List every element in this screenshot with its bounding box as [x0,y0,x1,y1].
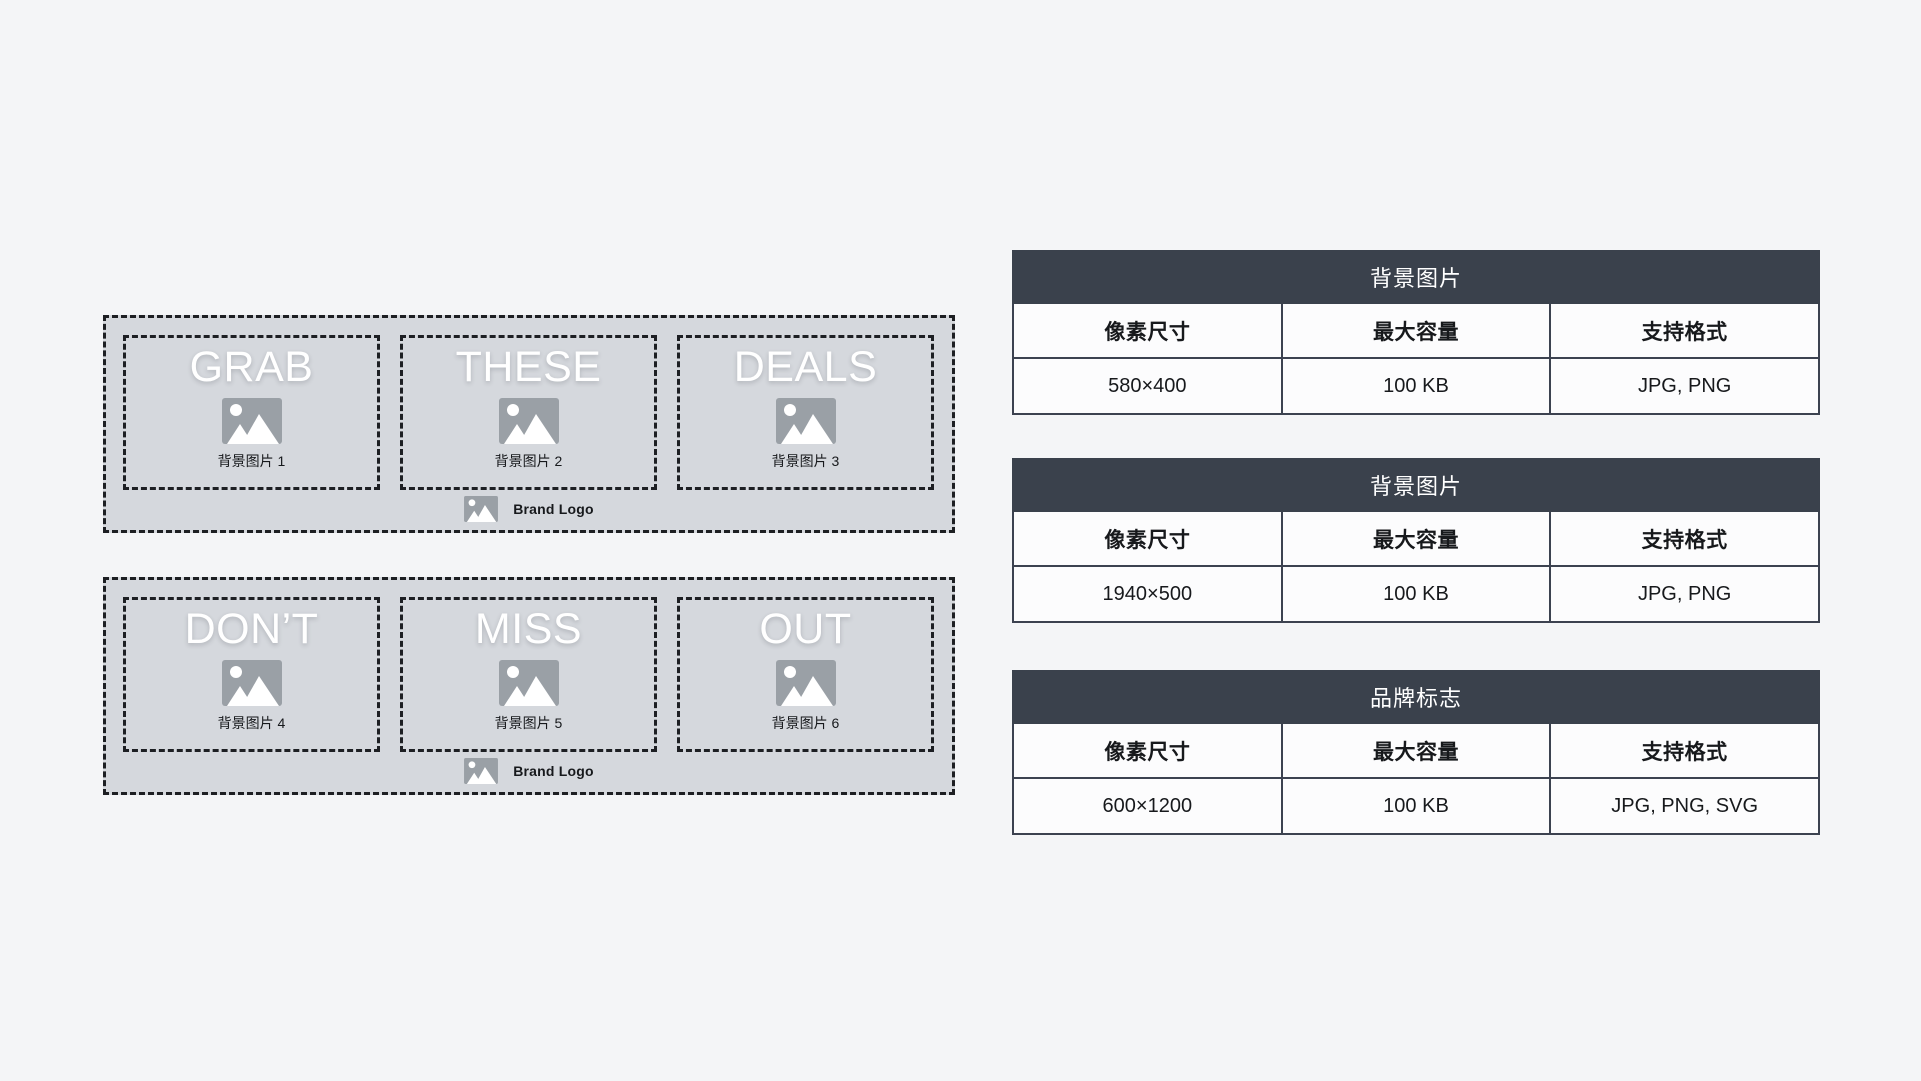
slot-label: 背景图片 4 [217,715,286,732]
banner-2-panels: DON’T 背景图片 4 MISS 背景图片 5 OUT [106,580,952,752]
col-header-max-size: 最大容量 [1280,510,1552,567]
banner-word: MISS [474,605,583,653]
brand-logo-slot: Brand Logo [106,495,952,523]
slot-label: 背景图片 1 [217,453,286,470]
bg-image-slot-3: DEALS 背景图片 3 [677,335,934,490]
slot-label: 背景图片 2 [494,453,563,470]
table-row: 580×400 100 KB JPG, PNG [1012,357,1820,415]
col-header-formats: 支持格式 [1549,510,1820,567]
col-header-max-size: 最大容量 [1280,722,1552,779]
cell-formats: JPG, PNG [1549,565,1820,623]
brand-logo-icon [464,496,499,522]
image-placeholder-icon [221,398,282,445]
spec-table-background-image-1: 背景图片 像素尺寸 最大容量 支持格式 580×400 100 KB JPG, … [1012,250,1820,415]
col-header-pixel-size: 像素尺寸 [1012,722,1283,779]
cell-max-size: 100 KB [1280,565,1552,623]
image-placeholder-icon [221,660,282,707]
slot-label: 背景图片 5 [494,715,563,732]
table-title: 背景图片 [1012,250,1820,304]
banner-mockup-1: GRAB 背景图片 1 THESE 背景图片 2 DEALS [103,315,955,533]
col-header-formats: 支持格式 [1549,302,1820,359]
brand-logo-label: Brand Logo [513,763,594,779]
bg-image-slot-2: THESE 背景图片 2 [400,335,657,490]
cell-pixel-size: 580×400 [1012,357,1283,415]
col-header-formats: 支持格式 [1549,722,1820,779]
image-placeholder-icon [498,660,559,707]
spec-table-brand-logo: 品牌标志 像素尺寸 最大容量 支持格式 600×1200 100 KB JPG,… [1012,670,1820,835]
brand-logo-slot: Brand Logo [106,757,952,785]
spec-table-background-image-2: 背景图片 像素尺寸 最大容量 支持格式 1940×500 100 KB JPG,… [1012,458,1820,623]
banner-word: GRAB [189,343,314,391]
banner-mockup-2: DON’T 背景图片 4 MISS 背景图片 5 OUT [103,577,955,795]
bg-image-slot-5: MISS 背景图片 5 [400,597,657,752]
banner-1-panels: GRAB 背景图片 1 THESE 背景图片 2 DEALS [106,318,952,490]
table-row: 600×1200 100 KB JPG, PNG, SVG [1012,777,1820,835]
cell-max-size: 100 KB [1280,357,1552,415]
banner-word: THESE [455,343,602,391]
cell-max-size: 100 KB [1280,777,1552,835]
cell-formats: JPG, PNG, SVG [1549,777,1820,835]
slot-label: 背景图片 6 [771,715,840,732]
table-row: 1940×500 100 KB JPG, PNG [1012,565,1820,623]
cell-pixel-size: 600×1200 [1012,777,1283,835]
bg-image-slot-4: DON’T 背景图片 4 [123,597,380,752]
banner-word: OUT [759,605,852,653]
banner-word: DEALS [733,343,878,391]
col-header-pixel-size: 像素尺寸 [1012,302,1283,359]
table-title: 品牌标志 [1012,670,1820,724]
brand-logo-label: Brand Logo [513,501,594,517]
image-placeholder-icon [775,660,836,707]
bg-image-slot-6: OUT 背景图片 6 [677,597,934,752]
table-title: 背景图片 [1012,458,1820,512]
banner-word: DON’T [184,605,319,653]
cell-formats: JPG, PNG [1549,357,1820,415]
col-header-pixel-size: 像素尺寸 [1012,510,1283,567]
cell-pixel-size: 1940×500 [1012,565,1283,623]
image-placeholder-icon [775,398,836,445]
slot-label: 背景图片 3 [771,453,840,470]
col-header-max-size: 最大容量 [1280,302,1552,359]
brand-logo-icon [464,758,499,784]
image-placeholder-icon [498,398,559,445]
bg-image-slot-1: GRAB 背景图片 1 [123,335,380,490]
